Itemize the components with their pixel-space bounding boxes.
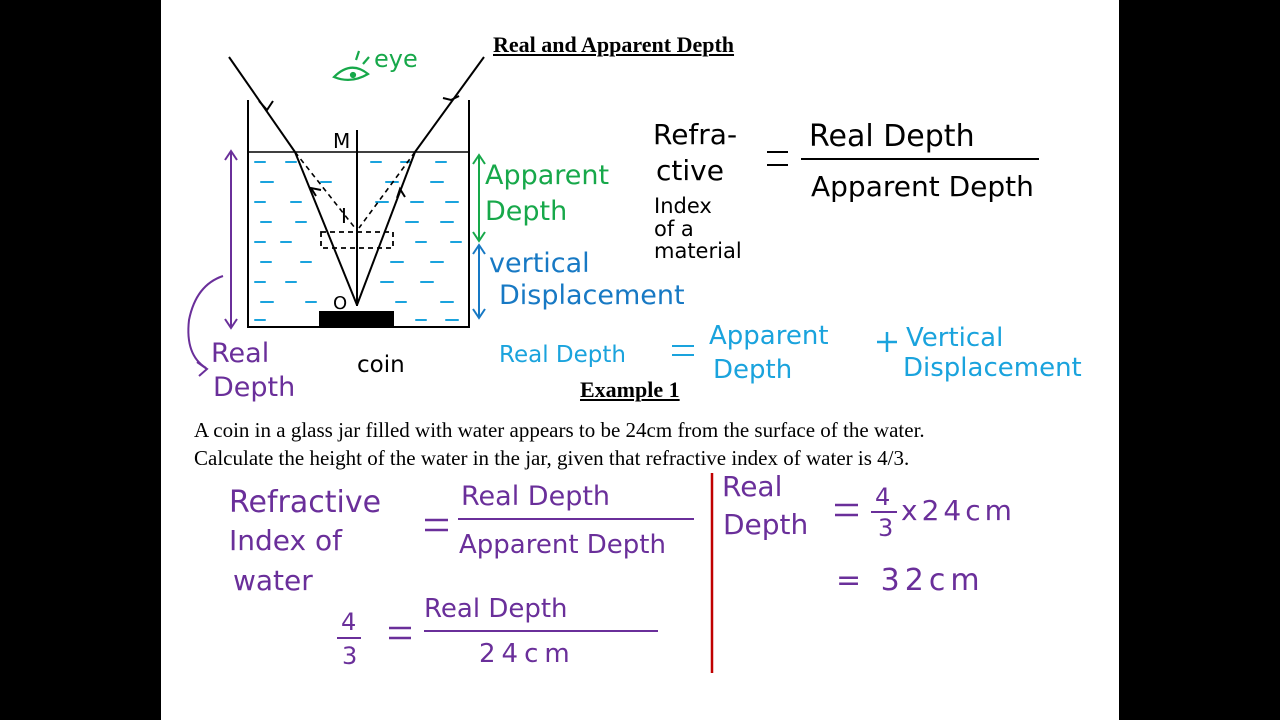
step2-frac-bottom: 3 <box>342 642 357 670</box>
right-lhs-line1: Real <box>722 470 782 503</box>
right-times-24cm: x24cm <box>901 494 1016 527</box>
page-title: Real and Apparent Depth <box>493 32 735 57</box>
solution-lhs-line1: Refractive <box>229 485 381 520</box>
refractive-index-formula: Refra- ctive Index of a material Real De… <box>653 118 1039 263</box>
vertical-displacement-arrow <box>472 243 486 320</box>
image-of-coin <box>320 231 394 249</box>
problem-line-2: Calculate the height of the water in the… <box>194 446 910 470</box>
ray-arrows <box>258 95 460 199</box>
real-depth-label-2: Depth <box>213 372 295 403</box>
coin-label: coin <box>357 352 405 378</box>
virtual-rays <box>294 151 416 229</box>
solution-lhs-line3: water <box>233 564 313 597</box>
ri-label-line-2: ctive <box>656 154 724 187</box>
formula-denominator: Apparent Depth <box>811 170 1034 203</box>
relation-term1-line2: Depth <box>713 355 792 385</box>
right-frac-bottom: 3 <box>878 514 893 542</box>
ri-label-line-1: Refra- <box>653 118 737 151</box>
solution-denominator: Apparent Depth <box>459 530 666 560</box>
apparent-depth-label-1: Apparent <box>485 160 609 191</box>
relation-lhs: Real Depth <box>499 342 626 368</box>
depth-relation: Real Depth Apparent Depth Vertical Displ… <box>499 321 1082 385</box>
right-frac-top: 4 <box>875 483 890 511</box>
problem-statement: A coin in a glass jar filled with water … <box>194 416 1094 472</box>
formula-numerator: Real Depth <box>809 119 975 154</box>
problem-line-1: A coin in a glass jar filled with water … <box>194 418 925 442</box>
step2-numerator: Real Depth <box>424 594 568 624</box>
point-m-label: M <box>333 129 350 153</box>
apparent-depth-arrow <box>472 153 486 243</box>
example-title: Example 1 <box>580 377 680 402</box>
vertical-displacement-label-2: Displacement <box>499 280 685 311</box>
glass-jar <box>247 100 470 328</box>
ri-label-line-4: of a <box>654 217 694 241</box>
relation-term2-line2: Displacement <box>903 353 1082 383</box>
apparent-depth-label-2: Depth <box>485 196 567 227</box>
ri-label-line-5: material <box>654 239 742 263</box>
real-depth-label-1: Real <box>211 338 269 369</box>
eye-icon <box>332 50 370 81</box>
solution-left: Refractive Index of water Real Depth App… <box>229 481 694 670</box>
vertical-displacement-label-1: vertical <box>489 248 590 279</box>
real-depth-arrow <box>187 149 238 377</box>
solution-right: Real Depth 4 3 x24cm = 32cm <box>722 470 1016 598</box>
result-32cm: = 32cm <box>836 563 985 598</box>
solution-numerator: Real Depth <box>461 481 610 512</box>
handwritten-notes: M I O coin eye Apparent Depth vertical D… <box>187 45 1082 673</box>
light-rays <box>228 56 485 306</box>
relation-term2-line1: Vertical <box>906 323 1003 353</box>
step2-frac-top: 4 <box>341 608 356 636</box>
right-lhs-line2: Depth <box>723 508 808 541</box>
slide: Real and Apparent Depth <box>161 0 1119 720</box>
water <box>254 161 462 321</box>
point-o-label: O <box>333 293 347 314</box>
step2-denominator: 24cm <box>479 639 576 669</box>
point-i-label: I <box>341 204 347 228</box>
solution-lhs-line2: Index of <box>229 524 343 557</box>
coin-shape <box>319 311 394 328</box>
relation-term1-line1: Apparent <box>709 321 829 351</box>
ri-label-line-3: Index <box>654 194 712 218</box>
eye-label: eye <box>374 45 418 73</box>
